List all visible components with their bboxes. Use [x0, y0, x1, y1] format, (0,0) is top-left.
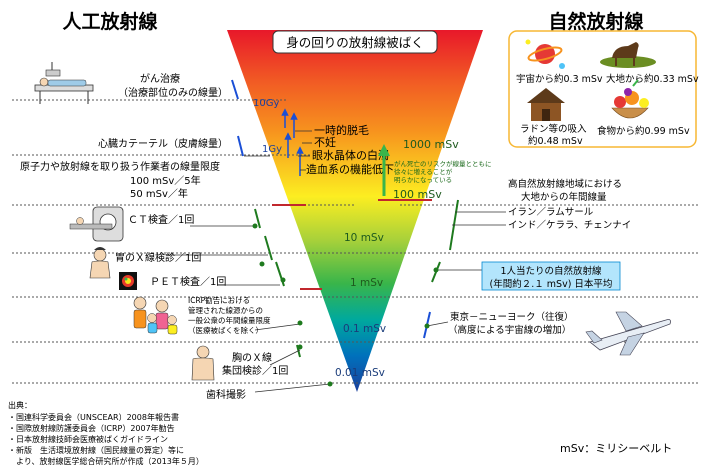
scale-label-10gy: 10Gy: [253, 98, 279, 109]
label-worker-limit: 原子力や放射線を取り扱う作業者の線量限度: [20, 160, 220, 173]
cancer-note-line-3: 明らかになっている: [394, 176, 452, 184]
marker-cancer-therapy: [231, 79, 239, 100]
airplane-icon: [585, 311, 671, 356]
label-flight-1: 東京－ニューヨーク（往復）: [450, 311, 574, 323]
sources-heading: 出典：: [8, 400, 32, 410]
person-icon: [89, 247, 111, 279]
leader-dental: [254, 383, 331, 393]
family-icon: [133, 296, 178, 335]
ct-scanner-icon: [69, 206, 124, 242]
marker-stomach-xray: [264, 235, 273, 261]
dot-chest-xray: [297, 344, 303, 350]
left-markers: [168, 79, 333, 393]
cancer-note-line-2: 徐々に増えることが: [394, 167, 453, 176]
effects-arrows: [281, 108, 312, 176]
label-average-2: (年間約２.１ mSv) 日本平均: [490, 278, 613, 290]
scale-label-10msv: 10 mSv: [344, 232, 384, 244]
label-cosmic: 宇宙から約0.3 mSv: [516, 73, 603, 85]
label-chest-xray-group: 集団検診／1回: [222, 364, 288, 377]
dot-pet: [280, 277, 286, 283]
label-ct: ＣＴ検査／1回: [128, 213, 194, 226]
label-flight-2: （高度による宇宙線の増加）: [448, 324, 571, 336]
label-radon: ラドン等の吸入: [520, 123, 587, 135]
effect-hair-loss: 一時的脱毛: [314, 123, 369, 137]
source-4: ・新版 生活環境放射線（国民線量の算定）等に: [8, 445, 184, 455]
average-dose-box: [481, 261, 621, 291]
label-iran: イラン／ラムサール: [508, 207, 594, 218]
source-5: より、放射線医学総合研究所が作成（2013年５月）: [8, 456, 204, 466]
saturn-planet-icon: [525, 39, 565, 69]
source-1: ・国連科学委員会（UNSCEAR）2008年報告書: [8, 412, 179, 422]
dot-icrp: [297, 320, 303, 326]
unit-note: mSv：ミリシーベルト: [560, 442, 672, 455]
label-catheter: 心臓カテーテル（皮膚線量）: [98, 137, 228, 150]
cancer-note-line-1: がん死亡のリスクが線量とともに: [394, 159, 492, 168]
dot-flight: [424, 323, 430, 329]
scale-label-1msv: 1 mSv: [350, 277, 383, 289]
marker-catheter: [237, 135, 244, 157]
label-worker-yr: 50 mSv／年: [130, 187, 188, 200]
scale-label-1gy: 1Gy: [262, 144, 282, 155]
label-ground: 大地から約0.33 mSv: [606, 73, 699, 85]
label-worker-5yr: 100 mSv／5年: [130, 174, 201, 187]
source-3: ・日本放射線技師会医療被ばくガイドライン: [8, 434, 168, 444]
cancer-risk-arrowhead: [378, 144, 390, 156]
label-radon-value: 約0.48 mSv: [528, 135, 583, 147]
label-cancer-therapy-note: （治療部位のみの線量）: [118, 86, 228, 99]
label-high-area-2: 大地からの年間線量: [521, 191, 607, 203]
fruit-basket-icon: [611, 79, 649, 119]
effect-cataract: 眼水晶体の白濁: [312, 148, 389, 162]
label-stomach-xray: 胃のＸ線検診／1回: [115, 251, 201, 264]
artificial-title: 人工放射線: [62, 10, 157, 33]
dot-average: [433, 267, 439, 273]
horse-on-land-icon: [600, 42, 656, 68]
leader-chest-xray: [269, 349, 301, 366]
center-title-box: [272, 30, 438, 54]
label-icrp-4: （医療被ばくを除く）: [188, 325, 263, 335]
right-markers: [423, 199, 506, 339]
label-high-area-1: 高自然放射線地域における: [508, 178, 622, 190]
scale-label-100msv: 100 mSv: [393, 188, 442, 201]
label-dental: 歯科撮影: [206, 388, 246, 401]
dot-stomach-xray: [259, 261, 265, 267]
dot-dental: [327, 381, 333, 387]
dose-triangle: [227, 30, 483, 392]
label-icrp-2: 管理された線源からの: [188, 305, 263, 315]
marker-ct: [254, 208, 261, 229]
leader-flight: [426, 321, 449, 327]
person-chest-icon: [191, 345, 215, 381]
label-india: インド／ケララ、チェンナイ: [508, 220, 631, 231]
label-icrp-1: ICRP勧告における: [188, 295, 250, 305]
label-average-1: 1人当たりの自然放射線: [500, 265, 602, 277]
patient-on-bed-icon: [34, 62, 94, 104]
natural-title: 自然放射線: [548, 10, 643, 33]
label-cancer-therapy: がん治療: [140, 72, 180, 85]
center-title: 身の回りの放射線被ばく: [286, 35, 424, 50]
label-food: 食物から約0.99 mSv: [597, 125, 690, 137]
scale-label-01msv: 0.1 mSv: [343, 323, 386, 335]
pet-scan-icon: [119, 272, 137, 290]
label-pet: ＰＥＴ検査／1回: [150, 275, 226, 288]
leader-icrp: [254, 323, 301, 331]
effect-infertility: 不妊: [314, 135, 336, 149]
scale-label-1000msv: 1000 mSv: [403, 138, 459, 151]
label-icrp-3: 一般公衆の年間線量限度: [188, 315, 271, 325]
effect-hematopoietic: 造血系の機能低下: [306, 162, 394, 176]
house-icon: [527, 88, 565, 121]
label-chest-xray: 胸のＸ線: [232, 351, 272, 364]
source-2: ・国際放射線防護委員会（ICRP）2007年勧告: [8, 423, 175, 433]
dot-ct: [252, 223, 258, 229]
scale-label-001msv: 0.01 mSv: [335, 367, 385, 379]
